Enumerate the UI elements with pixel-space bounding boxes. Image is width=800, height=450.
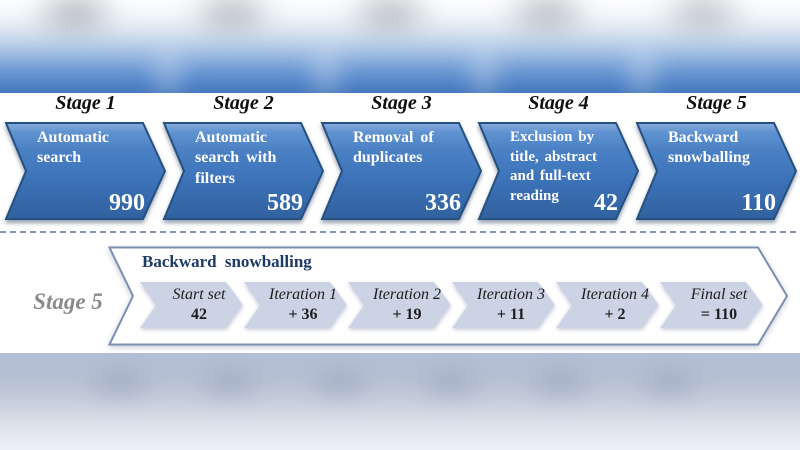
stage-2-count: 589 bbox=[267, 190, 303, 216]
stage-3-title: Removal of duplicates bbox=[353, 129, 434, 167]
detail-arrow: Backward snowballing Start set 42 Iterat… bbox=[108, 246, 790, 346]
step-name: Iteration 4 bbox=[581, 286, 649, 303]
step-chevron-iteration-2: Iteration 2 + 19 bbox=[348, 282, 452, 328]
detail-stage-label: Stage 5 bbox=[33, 289, 103, 314]
step-chevron-start-set: Start set 42 bbox=[140, 282, 244, 328]
step-name: Iteration 3 bbox=[477, 286, 545, 303]
stage-2-label: Stage 2 bbox=[213, 92, 274, 114]
stage-2-arrow: Automatic search with filters 589 bbox=[162, 121, 325, 221]
stage-5-count: 110 bbox=[741, 190, 776, 216]
arrow-shape bbox=[635, 122, 798, 220]
chevron-shape bbox=[244, 282, 347, 328]
step-value: + 19 bbox=[392, 306, 422, 323]
chevron-shape bbox=[140, 282, 243, 328]
step-value: + 2 bbox=[604, 306, 626, 323]
stage-1-arrow: Automatic search 990 bbox=[4, 121, 167, 221]
step-value: + 36 bbox=[288, 306, 318, 323]
arrow-shape bbox=[477, 122, 640, 220]
chevron-shape bbox=[452, 282, 555, 328]
blurred-background-bottom bbox=[0, 352, 800, 450]
stage-5-title: Backward snowballing bbox=[668, 129, 750, 167]
step-chevron-iteration-1: Iteration 1 + 36 bbox=[244, 282, 348, 328]
stage-4-count: 42 bbox=[594, 190, 618, 216]
stage-3-count: 336 bbox=[425, 190, 461, 216]
step-name: Iteration 2 bbox=[373, 286, 441, 303]
step-name: Iteration 1 bbox=[269, 286, 337, 303]
step-chevron-final-set: Final set = 110 bbox=[660, 282, 764, 328]
chevron-shape bbox=[660, 282, 763, 328]
step-name: Final set bbox=[690, 286, 748, 303]
step-value: = 110 bbox=[700, 306, 738, 323]
step-value: 42 bbox=[191, 306, 207, 323]
stage-4-label: Stage 4 bbox=[528, 92, 589, 114]
arrow-shape bbox=[4, 122, 167, 220]
stage-3-label: Stage 3 bbox=[371, 92, 432, 114]
step-chevron-iteration-4: Iteration 4 + 2 bbox=[556, 282, 660, 328]
stage-5-arrow: Backward snowballing 110 bbox=[635, 121, 798, 221]
chevron-shape bbox=[556, 282, 659, 328]
step-chevron-iteration-3: Iteration 3 + 11 bbox=[452, 282, 556, 328]
stage-4-arrow: Exclusion by title, abstract and full-te… bbox=[477, 121, 640, 221]
chevron-shape bbox=[348, 282, 451, 328]
arrow-shape bbox=[320, 122, 483, 220]
stage-3-arrow: Removal of duplicates 336 bbox=[320, 121, 483, 221]
stage-1-title: Automatic search bbox=[37, 129, 109, 167]
stage-5-label: Stage 5 bbox=[686, 92, 747, 114]
detail-title: Backward snowballing bbox=[142, 252, 312, 271]
blurred-background-top bbox=[0, 0, 800, 95]
step-name: Start set bbox=[172, 286, 226, 303]
arrow-shape bbox=[162, 122, 325, 220]
stage-1-label: Stage 1 bbox=[55, 92, 116, 114]
dashed-divider bbox=[0, 231, 800, 233]
stage-2-title: Automatic search with filters bbox=[195, 129, 277, 187]
step-value: + 11 bbox=[496, 306, 526, 323]
stage-4-title: Exclusion by title, abstract and full-te… bbox=[510, 129, 597, 204]
stage-1-count: 990 bbox=[109, 190, 145, 216]
